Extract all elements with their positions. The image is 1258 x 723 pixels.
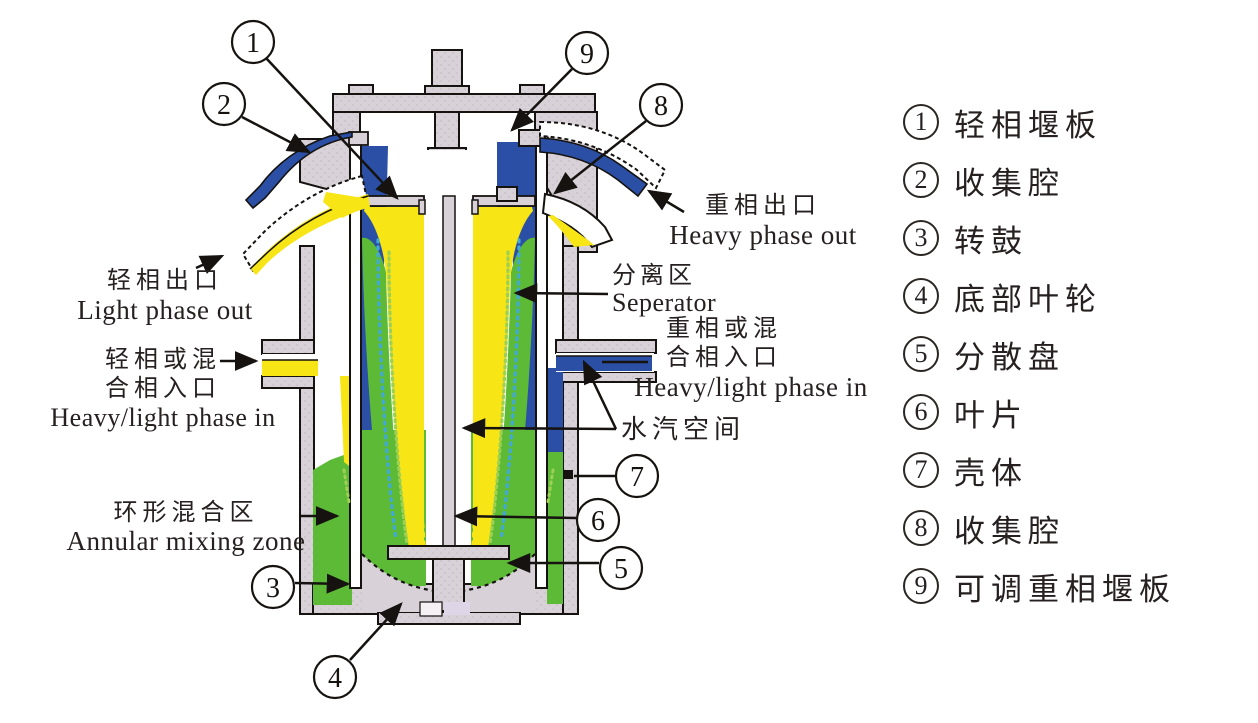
- callout-9-number: 9: [580, 39, 594, 70]
- label-vapor-space-zh: 水汽空间: [621, 415, 746, 444]
- vapor-space-arrow-2: [582, 359, 618, 430]
- label-light-in-en: Heavy/light phase in: [50, 403, 276, 432]
- label-annular-zh: 环形混合区: [113, 500, 259, 526]
- vapor-space-arrow-1: [461, 418, 617, 439]
- legend-item-4: 4 底部叶轮: [903, 267, 1176, 325]
- housing-left-wall: [299, 245, 315, 615]
- heavy-phase-out-stream: [539, 137, 649, 198]
- callout-5-number: 5: [614, 554, 628, 585]
- legend-item-3: 3 转鼓: [903, 209, 1176, 267]
- separator-arrow: [513, 283, 609, 304]
- callout-8: 8: [638, 82, 684, 128]
- label-heavy-in-en: Heavy/light phase in: [634, 372, 868, 402]
- callout-6-number: 6: [591, 506, 605, 537]
- annular-mixing-zone-fill: [313, 446, 563, 605]
- outlet-channels: [241, 120, 667, 276]
- housing-right-wall: [562, 245, 579, 615]
- legend-circle-4: 4: [903, 278, 939, 314]
- leader-lines: [195, 57, 685, 661]
- callout-4: 4: [312, 654, 358, 700]
- label-heavy-out-en: Heavy phase out: [669, 220, 857, 250]
- callout-2: 2: [201, 81, 247, 127]
- center-tube: [442, 195, 456, 549]
- legend-label-8: 收集腔: [954, 513, 1065, 549]
- label-light-phase-out-zh: 轻相出口: [107, 268, 223, 294]
- disperser-disc: [387, 545, 510, 560]
- label-light-in-zh1: 轻相或混: [105, 347, 221, 373]
- label-light-in-zh2: 合相入口: [105, 376, 221, 402]
- legend-label-9: 可调重相堰板: [954, 571, 1176, 607]
- callout-7-number: 7: [630, 462, 644, 493]
- legend-circle-2: 2: [903, 162, 939, 198]
- callout-1-number: 1: [246, 28, 260, 59]
- callout-4-number: 4: [328, 663, 342, 694]
- legend-label-2: 收集腔: [954, 165, 1065, 201]
- left-collection-chamber: [244, 131, 353, 210]
- legend-label-1: 轻相堰板: [954, 107, 1102, 143]
- light-phase-out-arrow: [195, 254, 225, 274]
- label-heavy-out-zh: 重相出口: [705, 193, 821, 219]
- heavy-phase-downcomer: [545, 368, 563, 452]
- callout-5: 5: [598, 545, 644, 591]
- legend-item-9: 9 可调重相堰板: [903, 557, 1176, 615]
- label-heavy-phase-out: 重相出口 Heavy phase out: [650, 192, 876, 250]
- legend-circle-1: 1: [903, 104, 939, 140]
- label-heavy-in-zh1: 重相或混: [666, 316, 782, 342]
- callout-1: 1: [230, 19, 276, 65]
- label-separation-zone: 分离区 Seperator: [612, 262, 802, 316]
- legend-label-5: 分散盘: [954, 339, 1065, 375]
- legend-circle-6: 6: [903, 394, 939, 430]
- label-separator-en: Seperator: [612, 288, 717, 317]
- legend-label-6: 叶片: [954, 397, 1028, 433]
- legend-circle-7: 7: [903, 452, 939, 488]
- legend-label-4: 底部叶轮: [954, 281, 1102, 317]
- label-heavy-or-mixed-in: 重相或混 合相入口 Heavy/light phase in: [624, 315, 878, 401]
- label-annular-mixing-zone: 环形混合区 Annular mixing zone: [50, 499, 322, 556]
- callout-3: 3: [250, 564, 296, 610]
- legend-item-7: 7 壳体: [903, 441, 1176, 499]
- callout-6: 6: [575, 497, 621, 543]
- callout-2-number: 2: [217, 90, 231, 121]
- legend: 1 轻相堰板 2 收集腔 3 转鼓 4 底部叶轮 5 分散盘 6 叶片 7 壳体…: [903, 93, 1176, 615]
- label-light-phase-out: 轻相出口 Light phase out: [58, 266, 272, 325]
- top-plate: [332, 93, 596, 113]
- legend-item-1: 1 轻相堰板: [903, 93, 1176, 151]
- legend-circle-3: 3: [903, 220, 939, 256]
- legend-label-7: 壳体: [954, 455, 1028, 491]
- callout-circles: 1 2 9 8 7 6 5 3: [201, 19, 684, 700]
- label-annular-en: Annular mixing zone: [66, 526, 306, 556]
- legend-label-3: 转鼓: [954, 223, 1028, 259]
- label-vapor-space: 水汽空间: [621, 415, 745, 445]
- callout-3-number: 3: [266, 573, 280, 604]
- legend-item-6: 6 叶片: [903, 383, 1176, 441]
- label-light-or-mixed-in: 轻相或混 合相入口 Heavy/light phase in: [44, 346, 282, 431]
- legend-item-5: 5 分散盘: [903, 325, 1176, 383]
- legend-circle-9: 9: [903, 568, 939, 604]
- legend-item-2: 2 收集腔: [903, 151, 1176, 209]
- callout-8-number: 8: [654, 91, 668, 122]
- heavy-phase-out-pipe: [539, 120, 667, 190]
- heavy-phase-inlet-stream: [556, 356, 652, 371]
- callout-9: 9: [564, 30, 610, 76]
- legend-circle-5: 5: [903, 336, 939, 372]
- callout-7: 7: [614, 453, 660, 499]
- label-heavy-in-zh2: 合相入口: [666, 345, 782, 371]
- light-phase-inlet-stream: [262, 360, 318, 376]
- label-separator-zh: 分离区: [612, 263, 696, 289]
- legend-circle-8: 8: [903, 510, 939, 546]
- legend-item-8: 8 收集腔: [903, 499, 1176, 557]
- heavy-phase-out-arrow: [646, 189, 685, 214]
- label-light-phase-out-en: Light phase out: [77, 295, 253, 325]
